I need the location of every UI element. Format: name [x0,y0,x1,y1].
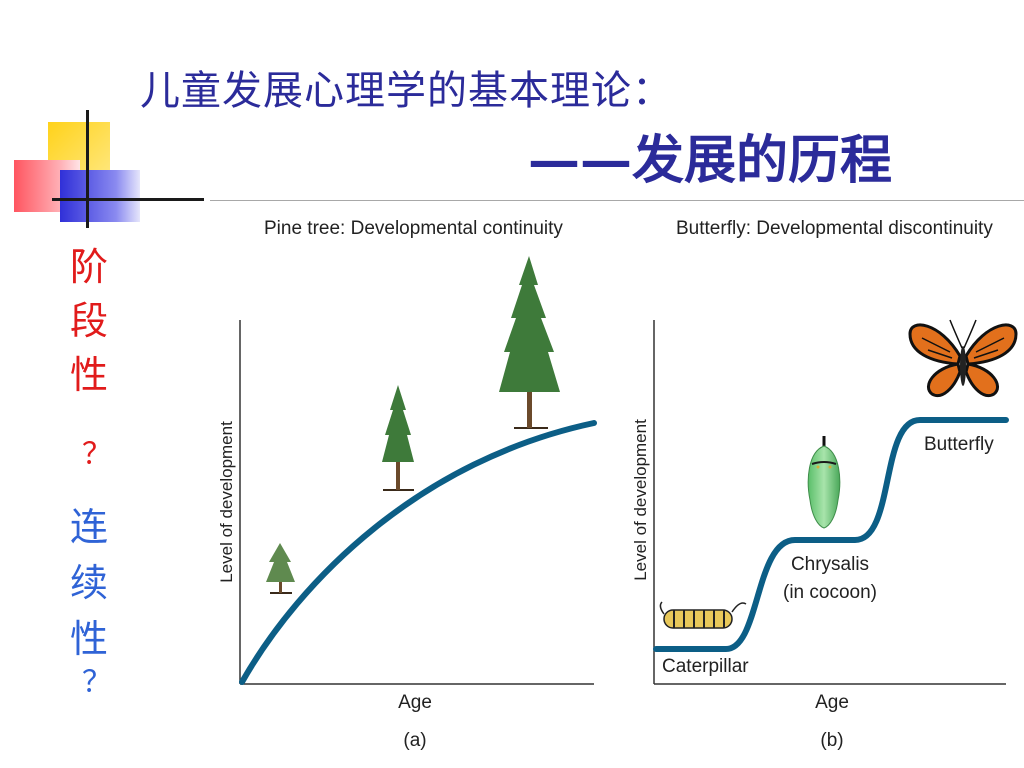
chrysalis-icon [807,436,841,529]
panel-a-y-label: Level of development [217,421,236,583]
caterpillar-label: Caterpillar [662,656,749,677]
vertical-line [86,110,89,228]
panel-b-y-label: Level of development [631,419,650,581]
question-mark-1: ？ [82,437,112,472]
continuity-char-1: 连 [69,505,108,549]
panel-b-axes [653,320,1006,685]
decorative-corner-blocks [0,100,210,230]
stage-label: 阶 段 性 [64,248,114,410]
title-divider [210,200,1024,201]
discontinuity-curve [653,417,1009,652]
slide-title: 儿童发展心理学的基本理论： [140,68,673,114]
tall-pine-tree-icon [499,256,560,429]
slide-subtitle: ——发展的历程 [528,130,893,191]
continuity-label: 连 续 性 [64,508,114,676]
small-pine-tree-icon [266,543,295,594]
butterfly-icon [908,319,1018,397]
panel-a-x-label: Age [398,692,432,713]
chrysalis-label-line2: (in cocoon) [783,582,877,603]
panel-b-heading: Butterfly: Developmental discontinuity [676,218,993,239]
medium-pine-tree-icon [382,385,414,491]
question-mark-2: ？ [82,665,112,700]
butterfly-label: Butterfly [924,434,994,455]
panel-a-caption: (a) [403,730,426,751]
panel-b-caption: (b) [820,730,843,751]
panel-a-axes [239,320,594,685]
stage-char-3: 性 [69,353,108,397]
stage-char-1: 阶 [69,245,108,289]
blue-square [60,170,140,222]
stage-char-2: 段 [69,299,108,343]
continuity-char-2: 续 [69,561,108,605]
panel-b-x-label: Age [815,692,849,713]
caterpillar-icon [659,601,747,629]
horizontal-line [52,198,204,201]
panel-a-heading: Pine tree: Developmental continuity [264,218,563,239]
chrysalis-label-line1: Chrysalis [791,554,869,575]
continuity-char-3: 性 [69,617,108,661]
continuity-curve [239,420,597,685]
